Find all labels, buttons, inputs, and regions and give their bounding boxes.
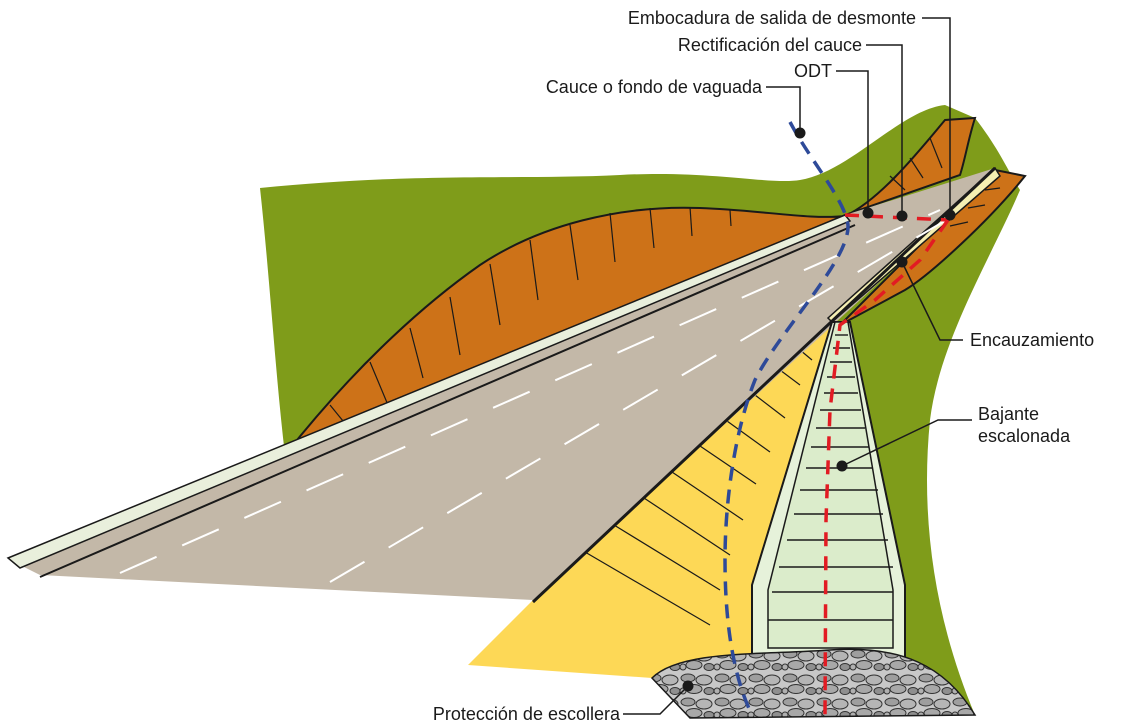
label-bajante: Bajante xyxy=(978,404,1040,424)
riprap-protection xyxy=(650,648,977,719)
odt-dot xyxy=(862,207,874,219)
streambed-path xyxy=(723,121,850,716)
proteccion-dot xyxy=(682,680,694,692)
label-odt: ODT xyxy=(794,61,832,81)
lane-markings xyxy=(119,209,961,583)
road-surface xyxy=(10,168,995,600)
label-proteccion: Protección de escollera xyxy=(432,704,620,724)
label-cauce: Cauce o fondo de vaguada xyxy=(545,77,762,97)
leader-lines xyxy=(623,17,972,715)
cauce-dot xyxy=(794,127,806,139)
bajante-dot xyxy=(836,460,848,472)
road-shoulder xyxy=(6,214,852,569)
label-escalonada: escalonada xyxy=(978,426,1071,446)
cut-slope-right xyxy=(839,168,1027,326)
leader-dots xyxy=(682,127,956,692)
fill-slope xyxy=(468,322,832,678)
encauzamiento-dot xyxy=(896,256,908,268)
right-slope-hatching xyxy=(949,187,1001,227)
label-embocadura: Embocadura de salida de desmonte xyxy=(627,8,916,28)
label-rectificacion: Rectificación del cauce xyxy=(677,35,862,55)
rectificacion-dot xyxy=(896,210,908,222)
cut-slope-hatching xyxy=(329,137,943,433)
label-encauzamiento: Encauzamiento xyxy=(970,330,1095,350)
embocadura-dot xyxy=(944,209,956,221)
cut-slope-left xyxy=(284,116,977,456)
drainage-path xyxy=(823,213,950,716)
road-shoulder-edge xyxy=(39,224,856,578)
road-edge xyxy=(531,166,997,604)
